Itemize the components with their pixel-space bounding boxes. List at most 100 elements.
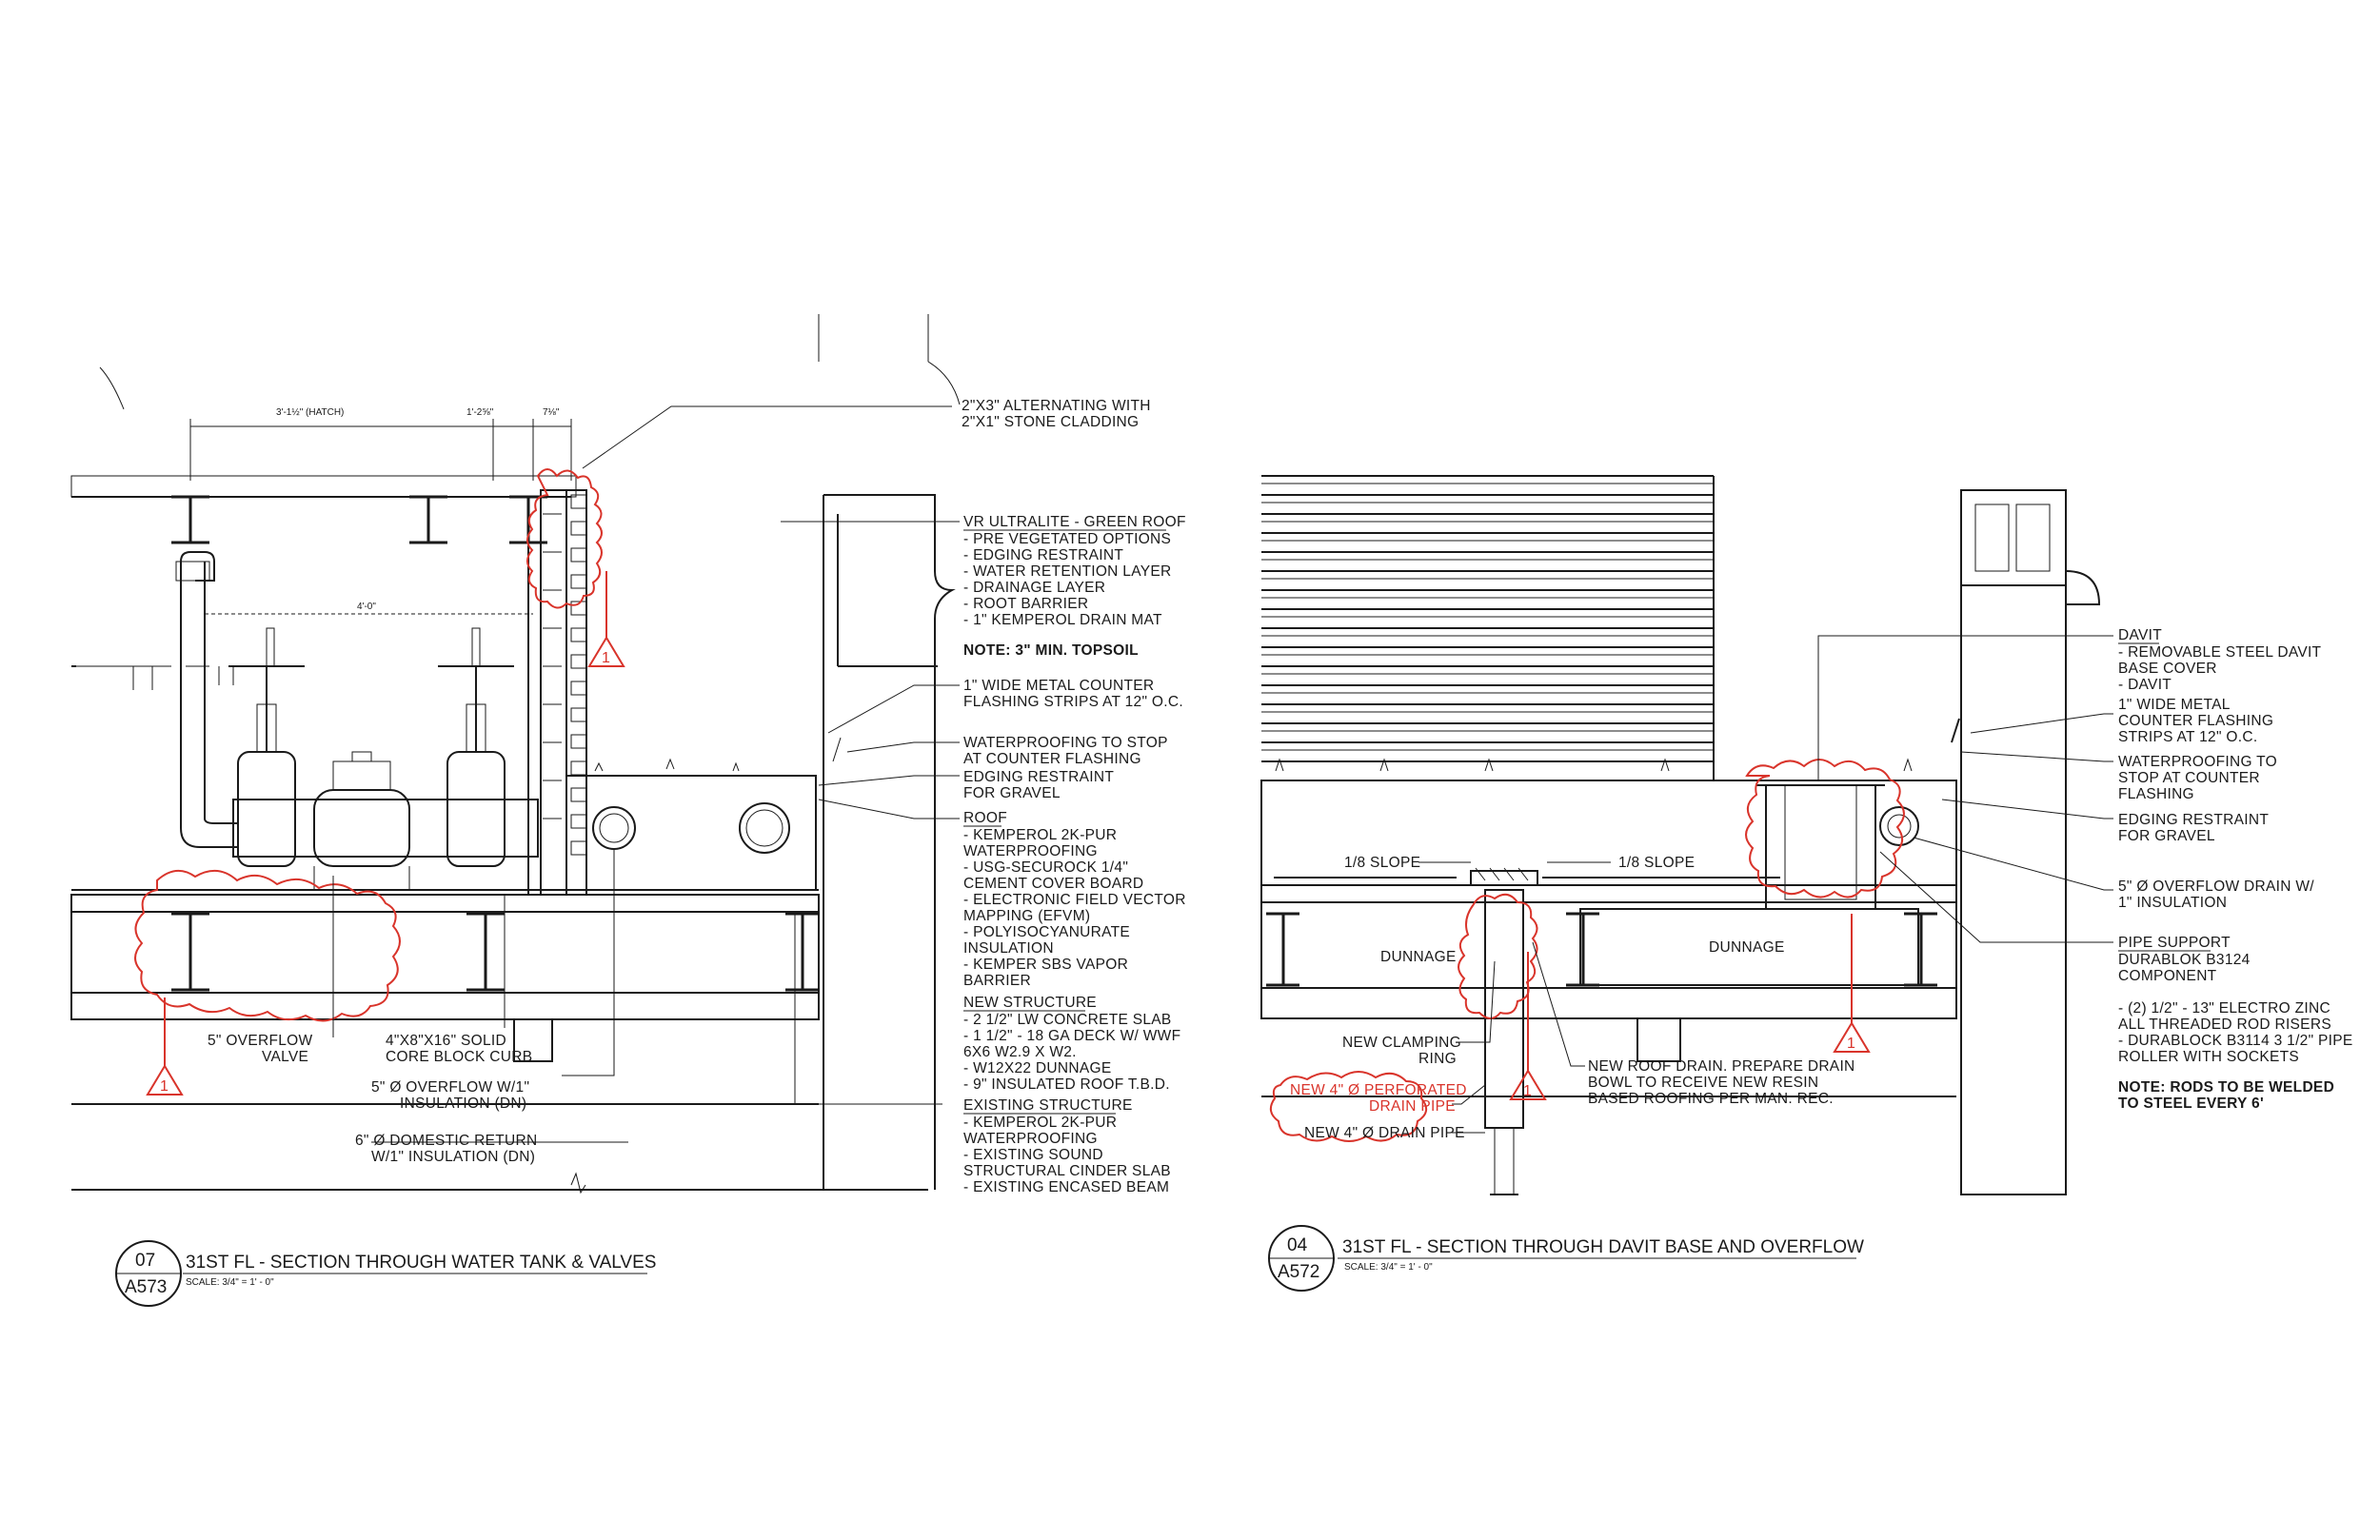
valve-assembly [175,551,539,890]
note-edging: FOR GRAVEL [2118,828,2215,844]
detail-title-04: 04 A572 31ST FL - SECTION THROUGH DAVIT … [1268,1225,1864,1292]
note-rods-weld: TO STEEL EVERY 6' [2118,1096,2264,1112]
note-item: - 9" INSULATED ROOF T.B.D. [963,1076,1170,1093]
note-item: MAPPING (EFVM) [963,908,1090,924]
note-overflow-valve: 5" OVERFLOW [208,1033,313,1049]
note-flashing: COUNTER FLASHING [2118,713,2273,729]
note-heading: PIPE SUPPORT [2118,935,2231,951]
note-heading: VR ULTRALITE - GREEN ROOF [963,514,1186,530]
detail-title: 31ST FL - SECTION THROUGH WATER TANK & V… [186,1253,656,1273]
note-item: - DAVIT [2118,677,2172,693]
louver-screen [1261,475,1913,780]
note-heading: EXISTING STRUCTURE [963,1097,1133,1114]
revision-cloud [1269,1071,1428,1142]
note-overflow: 5" Ø OVERFLOW DRAIN W/ [2118,879,2314,895]
note-item: - 1" KEMPEROL DRAIN MAT [963,612,1162,628]
note-perforated-pipe: NEW 4" Ø PERFORATED [1290,1082,1467,1098]
note-roof-drain: NEW ROOF DRAIN. PREPARE DRAIN [1588,1058,1855,1075]
hatch-arc [99,366,125,410]
hatch-edge [818,314,929,362]
revision-cloud [526,468,603,609]
note-overflow-insulation: 5" Ø OVERFLOW W/1" [371,1079,529,1096]
revision-triangle: 1 [1509,952,1547,1100]
note-item: - ROOT BARRIER [963,596,1088,612]
note-domestic-return: 6" Ø DOMESTIC RETURN [355,1133,538,1149]
hatch-arc [927,361,961,405]
note-heading: ROOF [963,810,1007,826]
detail-title-07: 07 A573 31ST FL - SECTION THROUGH WATER … [115,1240,656,1307]
note-item: 6X6 W2.9 X W2. [963,1044,1077,1060]
note-cladding: 2"X3" ALTERNATING WITH [962,398,1151,414]
dunnage-label: DUNNAGE [1709,939,1785,956]
note-waterproofing: FLASHING [2118,786,2194,802]
detail-title: 31ST FL - SECTION THROUGH DAVIT BASE AND… [1342,1237,1864,1257]
note-roof-drain: BOWL TO RECEIVE NEW RESIN [1588,1075,1818,1091]
note-item: WATERPROOFING [963,843,1098,859]
note-heading: NEW STRUCTURE [963,995,1097,1011]
detail-number: 04 [1287,1235,1308,1255]
parapet-wall [71,494,956,1191]
note-rods: - (2) 1/2" - 13" ELECTRO ZINC [2118,1000,2330,1017]
note-item: - W12X22 DUNNAGE [963,1060,1112,1076]
note-edging: EDGING RESTRAINT [2118,812,2269,828]
stone-cladding [543,490,587,895]
note-item: BARRIER [963,973,1031,989]
detail-scale: SCALE: 3/4" = 1' - 0" [186,1277,274,1288]
note-item: - EXISTING ENCASED BEAM [963,1179,1169,1195]
note-item: - USG-SECUROCK 1/4" [963,859,1128,876]
note-item: CEMENT COVER BOARD [963,876,1143,892]
note-waterproofing: AT COUNTER FLASHING [963,751,1141,767]
note-waterproofing: WATERPROOFING TO STOP [963,735,1168,751]
note-item: - PRE VEGETATED OPTIONS [963,531,1171,547]
dimension-label: 7⅛" [543,407,560,418]
note-rods: ALL THREADED ROD RISERS [2118,1017,2331,1033]
note-overflow-valve: VALVE [262,1049,308,1065]
dunnage-label: DUNNAGE [1380,949,1457,965]
svg-text:1: 1 [1523,1083,1532,1099]
overhead-structure [70,475,577,895]
revision-triangle: 1 [1833,914,1871,1053]
detail-scale: SCALE: 3/4" = 1' - 0" [1344,1262,1433,1273]
revision-cloud [1458,893,1538,1019]
revision-triangle: 1 [146,997,184,1096]
sheet-reference: A573 [125,1277,167,1297]
note-rods: - DURABLOCK B3114 3 1/2" PIPE [2118,1033,2353,1049]
note-item: DURABLOK B3124 [2118,952,2251,968]
revision-cloud [1745,759,1905,898]
note-item: - DRAINAGE LAYER [963,580,1105,596]
notes-04: DAVIT - REMOVABLE STEEL DAVIT BASE COVER… [1290,627,2353,1141]
note-flashing: 1" WIDE METAL COUNTER [963,678,1154,694]
curb-and-roof [70,758,820,1194]
note-item: COMPONENT [2118,968,2217,984]
notes-07: 2"X3" ALTERNATING WITH 2"X1" STONE CLADD… [208,398,1186,1195]
svg-text:1: 1 [602,650,610,666]
revision-triangle: 1 [587,571,625,667]
note-flashing: FLASHING STRIPS AT 12" O.C. [963,694,1183,710]
note-item: - ELECTRONIC FIELD VECTOR [963,892,1186,908]
note-item: - EXISTING SOUND [963,1147,1103,1163]
dimension-label: 4'-0" [357,602,376,612]
note-clamping-ring: RING [1418,1051,1457,1067]
note-block-curb: CORE BLOCK CURB [386,1049,532,1065]
note-block-curb: 4"X8"X16" SOLID [386,1033,506,1049]
slope-label: 1/8 SLOPE [1344,855,1420,871]
note-rods-weld: NOTE: RODS TO BE WELDED [2118,1079,2334,1096]
note-item: INSULATION [963,940,1054,957]
slope-label: 1/8 SLOPE [1618,855,1695,871]
note-flashing: 1" WIDE METAL [2118,697,2231,713]
svg-text:1: 1 [1847,1036,1855,1052]
note-topsoil: NOTE: 3" MIN. TOPSOIL [963,642,1139,659]
note-waterproofing: WATERPROOFING TO [2118,754,2277,770]
note-perforated-pipe: DRAIN PIPE [1369,1098,1456,1115]
note-item: BASE COVER [2118,661,2217,677]
roof-build-up-04 [1260,780,1957,1097]
detail-07-section: 3'-1½" (HATCH) 1'-2⅝" 7⅛" 4'-0" [70,314,961,1194]
note-item: - WATER RETENTION LAYER [963,563,1171,580]
note-overflow-insulation: INSULATION (DN) [400,1096,526,1112]
note-item: - KEMPER SBS VAPOR [963,957,1128,973]
note-overflow: 1" INSULATION [2118,895,2227,911]
note-item: - REMOVABLE STEEL DAVIT [2118,644,2322,661]
note-cladding: 2"X1" STONE CLADDING [962,414,1139,430]
note-item: - 2 1/2" LW CONCRETE SLAB [963,1012,1172,1028]
